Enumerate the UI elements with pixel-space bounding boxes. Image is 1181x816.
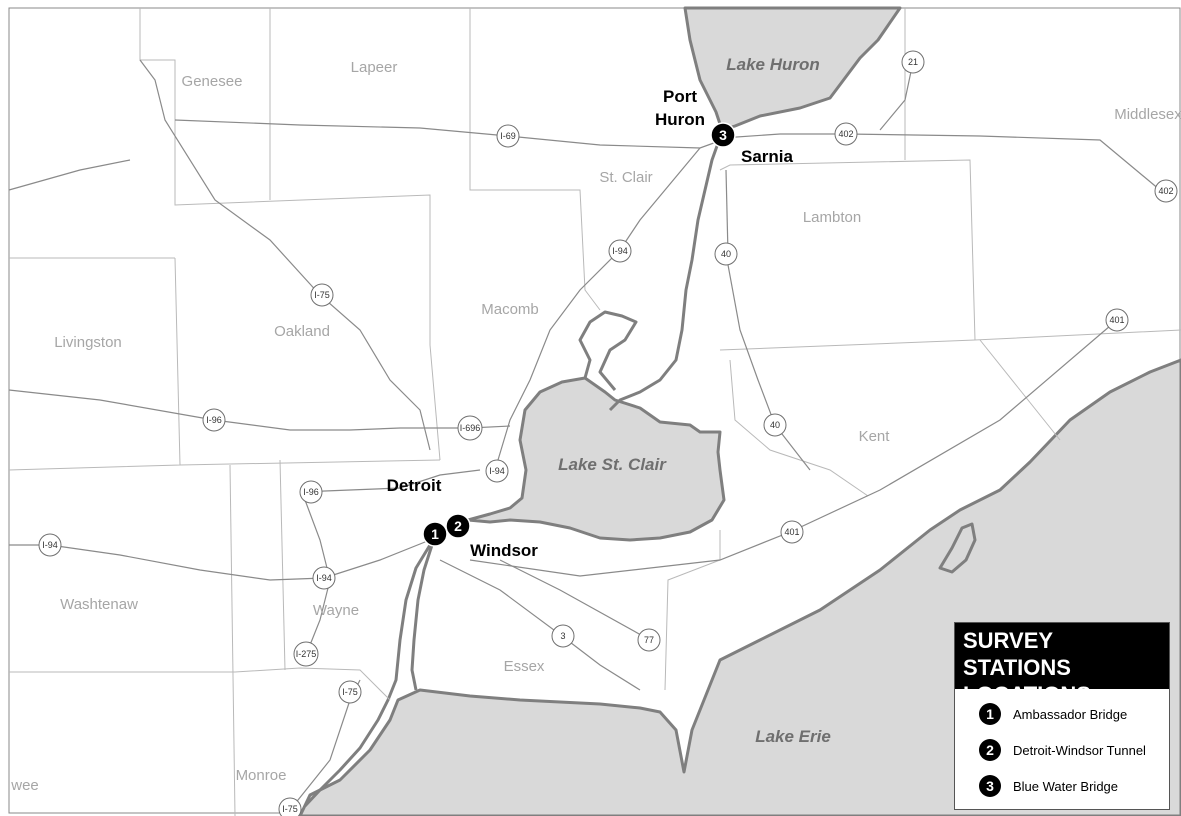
shield-label: 401 [1109, 315, 1124, 325]
shield-label: I-75 [314, 290, 330, 300]
county-label-genesee: Genesee [182, 73, 243, 90]
station-marker-number: 3 [719, 127, 727, 143]
legend-marker-1: 1 [979, 703, 1001, 725]
county-label-shiawassee-partial: wee [10, 777, 39, 794]
shield-label: I-96 [206, 415, 222, 425]
legend-label-ambassador-bridge: Ambassador Bridge [1013, 706, 1128, 722]
shield-label: I-696 [460, 423, 481, 433]
shield-label: 40 [770, 420, 780, 430]
highway-shield-on401-south: 401 [780, 520, 804, 544]
shield-label: 40 [721, 249, 731, 259]
legend-item-blue-water-bridge: 3 Blue Water Bridge [955, 768, 1169, 804]
city-label-detroit: Detroit [387, 476, 442, 495]
highway-shield-i94-west: I-94 [38, 533, 62, 557]
legend-title-line1: SURVEY STATIONS [963, 628, 1071, 680]
legend-item-detroit-windsor-tunnel: 2 Detroit-Windsor Tunnel [955, 732, 1169, 768]
county-label-oakland: Oakland [274, 323, 330, 340]
highway-shield-i96-detroit: I-96 [299, 480, 323, 504]
highway-shield-i69: I-69 [496, 124, 520, 148]
city-label-port-huron-line2: Huron [655, 110, 705, 129]
shield-label: I-75 [342, 687, 358, 697]
highway-shield-i94-wayne: I-94 [312, 566, 336, 590]
county-label-lapeer: Lapeer [351, 59, 398, 76]
lake-huron-shape [683, 6, 902, 132]
highway-shield-i94-detroit: I-94 [485, 459, 509, 483]
county-label-middlesex: Middlesex [1114, 106, 1181, 123]
county-label-macomb: Macomb [481, 301, 539, 318]
shield-label: I-96 [303, 487, 319, 497]
shield-label: 21 [908, 57, 918, 67]
highway-shield-i75-monroe: I-75 [338, 680, 362, 704]
shield-label: 401 [784, 527, 799, 537]
highway-shield-on21: 21 [901, 50, 925, 74]
legend-label-detroit-windsor-tunnel: Detroit-Windsor Tunnel [1013, 742, 1146, 758]
shield-label: I-94 [489, 466, 505, 476]
county-label-monroe: Monroe [236, 767, 287, 784]
highway-shield-on402-far: 402 [1154, 179, 1178, 203]
highway-shield-on40-south: 40 [763, 413, 787, 437]
highway-shield-on40-north: 40 [714, 242, 738, 266]
highway-shield-on401-north: 401 [1105, 308, 1129, 332]
city-label-sarnia: Sarnia [741, 147, 794, 166]
shield-label: 402 [1158, 186, 1173, 196]
highway-shield-on77: 77 [637, 628, 661, 652]
shield-label: 77 [644, 635, 654, 645]
st-clair-flats [578, 310, 638, 391]
lake-st-clair-shape [466, 376, 726, 542]
shield-label: I-75 [282, 804, 298, 814]
water-label-lake-st-clair: Lake St. Clair [558, 455, 667, 474]
shield-label: I-69 [500, 131, 516, 141]
st-clair-river [608, 131, 724, 412]
station-marker-1[interactable]: 1 [422, 521, 448, 547]
highway-shield-i75-oakland: I-75 [310, 283, 334, 307]
legend: SURVEY STATIONS LOCATIONS 1 Ambassador B… [954, 622, 1170, 810]
legend-title-line2: LOCATIONS [963, 682, 1091, 707]
highway-shield-i96-west: I-96 [202, 408, 226, 432]
shield-label: I-275 [296, 649, 317, 659]
county-label-essex: Essex [504, 658, 545, 675]
highway-shield-i94-north: I-94 [608, 239, 632, 263]
station-marker-2[interactable]: 2 [445, 513, 471, 539]
city-label-port-huron-line1: Port [663, 87, 697, 106]
water-label-lake-erie: Lake Erie [755, 727, 831, 746]
legend-item-ambassador-bridge: 1 Ambassador Bridge [955, 696, 1169, 732]
county-label-lambton: Lambton [803, 209, 861, 226]
highway-shield-i275: I-275 [293, 641, 319, 667]
highway-shield-on402-east: 402 [834, 122, 858, 146]
highway-shield-i696: I-696 [457, 415, 483, 441]
highway-shield-on3: 3 [551, 624, 575, 648]
shield-label: 402 [838, 129, 853, 139]
county-label-washtenaw: Washtenaw [60, 596, 138, 613]
shield-label: I-94 [42, 540, 58, 550]
legend-marker-3: 3 [979, 775, 1001, 797]
shield-label: I-94 [612, 246, 628, 256]
water-label-lake-huron: Lake Huron [726, 55, 820, 74]
legend-marker-2: 2 [979, 739, 1001, 761]
detroit-river-east [410, 544, 434, 691]
lake-erie-bay-shape [938, 522, 977, 574]
legend-items: 1 Ambassador Bridge 2 Detroit-Windsor Tu… [955, 689, 1169, 804]
county-label-livingston: Livingston [54, 334, 122, 351]
county-label-kent: Kent [859, 428, 891, 445]
county-label-st-clair: St. Clair [599, 169, 652, 186]
shield-label: I-94 [316, 573, 332, 583]
highway-shield-i75-south: I-75 [278, 797, 302, 816]
legend-title: SURVEY STATIONS LOCATIONS [955, 623, 1169, 707]
legend-label-blue-water-bridge: Blue Water Bridge [1013, 778, 1119, 794]
station-marker-number: 2 [454, 518, 462, 534]
station-marker-3[interactable]: 3 [710, 122, 736, 148]
shield-label: 3 [560, 631, 565, 641]
city-label-windsor: Windsor [470, 541, 538, 560]
station-marker-number: 1 [431, 526, 439, 542]
county-label-wayne: Wayne [313, 602, 359, 619]
